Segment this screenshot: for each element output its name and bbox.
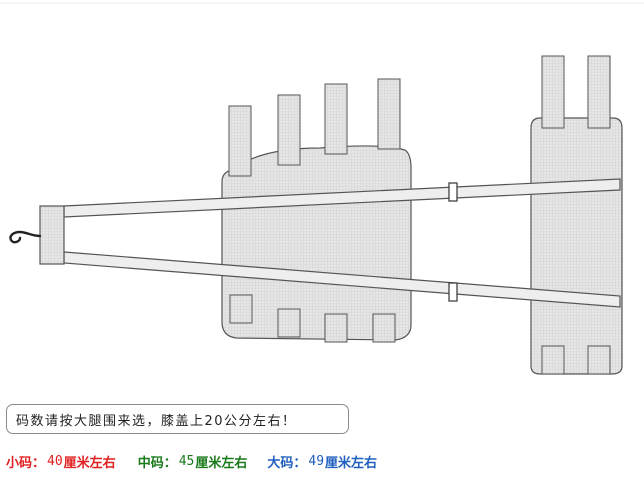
size-small-value: 40 <box>47 453 63 469</box>
hook-icon <box>9 230 42 244</box>
size-small-unit: 厘米左右 <box>63 455 116 471</box>
size-large-label: 大码： <box>267 455 307 471</box>
size-medium: 中码： 45 厘米左右 <box>138 452 248 471</box>
top-tab-1 <box>228 105 252 177</box>
size-large: 大码： 49 厘米左右 <box>267 452 377 471</box>
strap-connector <box>39 205 65 265</box>
size-medium-value: 45 <box>178 453 195 469</box>
size-chart: 小码： 40 厘米左右 中码： 45 厘米左右 大码： 49 厘米左右 <box>6 451 636 471</box>
top-tab-3 <box>324 83 348 155</box>
size-small: 小码： 40 厘米左右 <box>6 452 116 471</box>
top-tab-4 <box>377 78 401 150</box>
top-tab-5 <box>541 55 565 129</box>
garter-diagram <box>0 2 644 375</box>
slider-buckle-icon <box>448 182 458 202</box>
size-medium-unit: 厘米左右 <box>195 455 248 471</box>
thigh-band-small <box>530 117 623 375</box>
bottom-tab-1 <box>229 294 253 324</box>
slider-buckle-icon <box>448 282 458 302</box>
bottom-tab-2 <box>277 308 301 338</box>
top-tab-2 <box>277 94 301 166</box>
size-large-value: 49 <box>308 453 325 469</box>
bottom-tab-4 <box>372 313 396 343</box>
bottom-tab-6 <box>587 345 611 375</box>
bottom-tab-3 <box>324 313 348 343</box>
size-medium-label: 中码： <box>137 455 177 471</box>
sizing-note-text: 码数请按大腿围来选，膝盖上20公分左右！ <box>16 413 297 429</box>
bottom-tab-5 <box>541 345 565 375</box>
top-tab-6 <box>587 55 611 129</box>
sizing-note: 码数请按大腿围来选，膝盖上20公分左右！ <box>6 404 349 434</box>
size-large-unit: 厘米左右 <box>325 455 378 471</box>
size-small-label: 小码： <box>6 455 46 471</box>
